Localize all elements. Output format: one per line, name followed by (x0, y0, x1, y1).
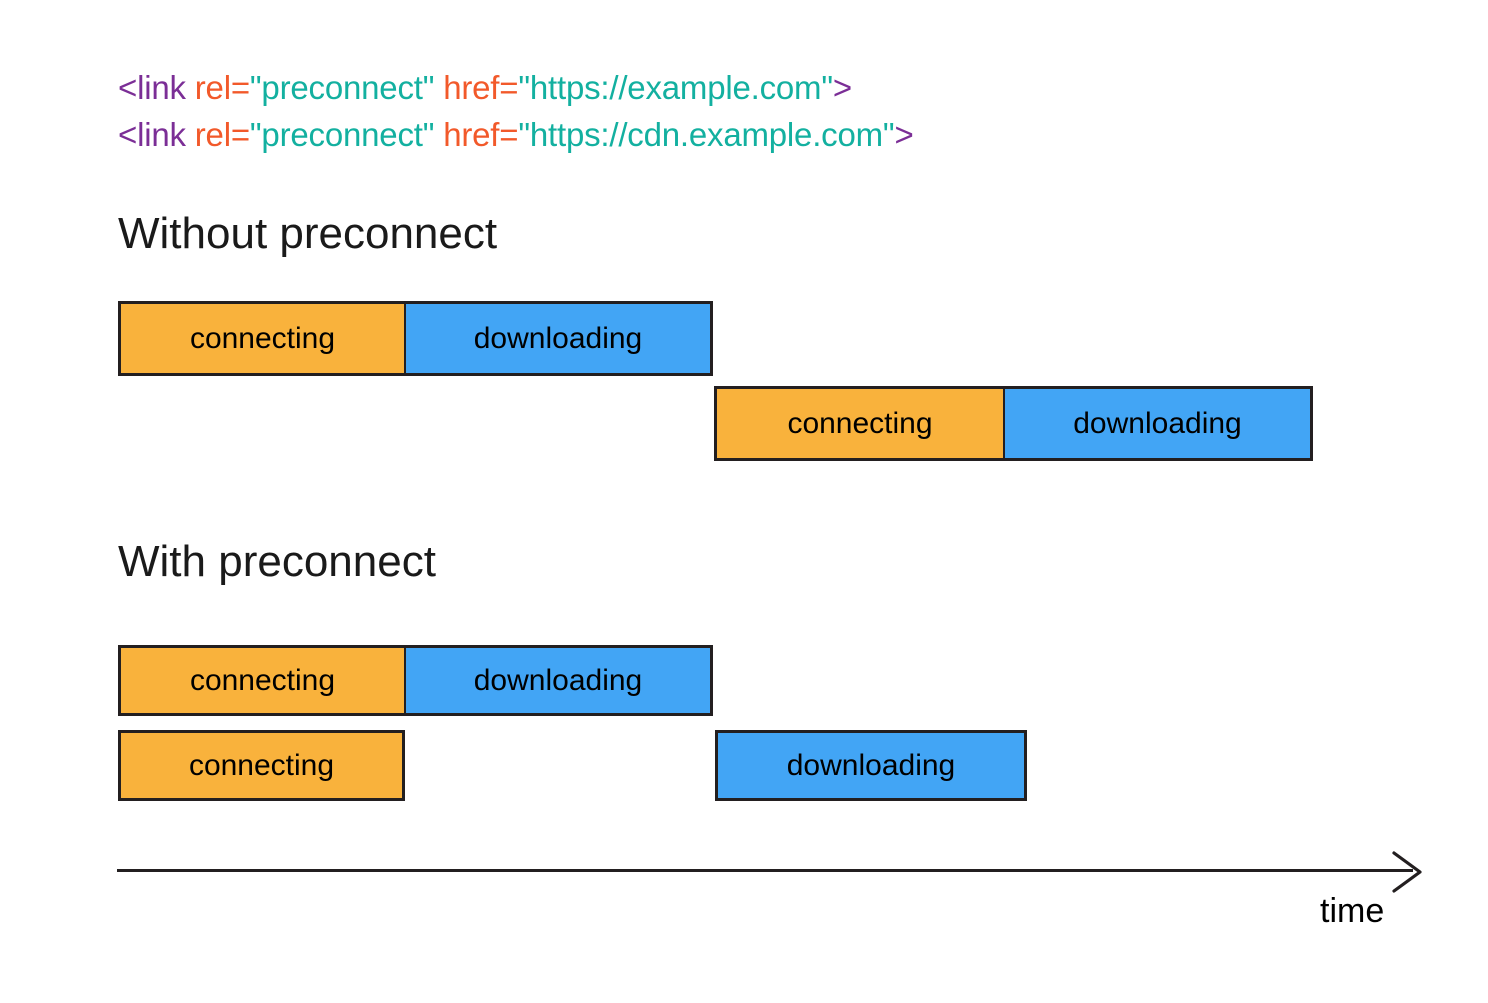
code-attr-href: href= (434, 69, 519, 106)
section-heading-without-preconnect: Without preconnect (118, 209, 498, 258)
code-line-2: <link rel="preconnect" href="https://cdn… (118, 111, 914, 158)
bar-with-row1-connecting: connecting (118, 645, 405, 716)
code-tag-close: > (832, 69, 852, 106)
code-tag-open: <link (118, 69, 186, 106)
bar-without-row2-downloading: downloading (1004, 386, 1313, 461)
section-heading-with-preconnect: With preconnect (118, 537, 436, 586)
code-attr-href: href= (434, 116, 519, 153)
time-axis-line (117, 869, 1413, 872)
code-tag-close: > (894, 116, 914, 153)
time-axis-arrowhead (1392, 851, 1422, 893)
time-axis-label: time (1320, 892, 1385, 930)
code-tag-open: <link (118, 116, 186, 153)
code-attr-rel: rel= (185, 116, 250, 153)
bar-without-row1-connecting: connecting (118, 301, 405, 376)
code-value-rel: "preconnect" (249, 69, 435, 106)
code-value-href: "https://example.com" (518, 69, 833, 106)
bar-with-row2-connecting: connecting (118, 730, 405, 801)
bar-without-row2-connecting: connecting (714, 386, 1004, 461)
code-attr-rel: rel= (185, 69, 250, 106)
bar-without-row1-downloading: downloading (405, 301, 713, 376)
code-value-href: "https://cdn.example.com" (518, 116, 895, 153)
bar-with-row1-downloading: downloading (405, 645, 713, 716)
code-line-1: <link rel="preconnect" href="https://exa… (118, 64, 914, 111)
bar-with-row2-downloading: downloading (715, 730, 1027, 801)
code-snippet: <link rel="preconnect" href="https://exa… (118, 64, 914, 158)
code-value-rel: "preconnect" (249, 116, 435, 153)
